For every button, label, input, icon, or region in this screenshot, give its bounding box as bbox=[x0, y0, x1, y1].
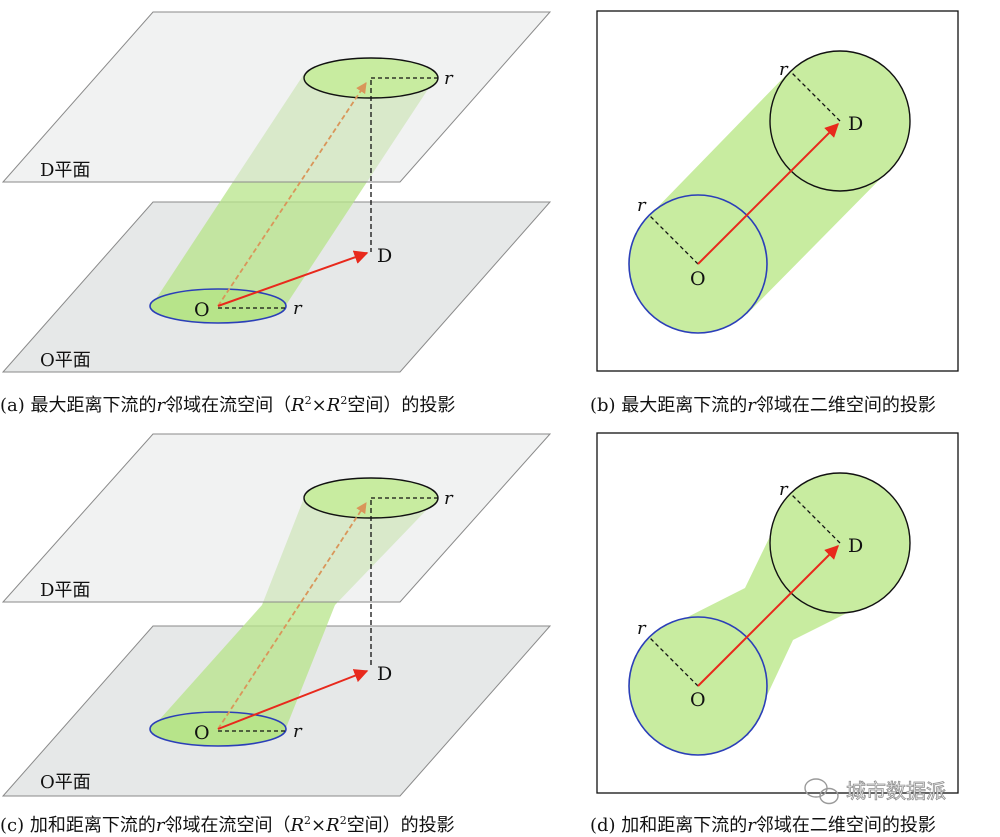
flow-space-arrow bbox=[217, 502, 367, 730]
caption-c: (c) 加和距离下流的r邻域在流空间（R2×R2空间）的投影 bbox=[0, 814, 455, 836]
r-label-bottom: r bbox=[293, 721, 303, 742]
o-label: O bbox=[194, 722, 210, 744]
r-label-d: r bbox=[779, 59, 789, 80]
o-plane-label: O平面 bbox=[40, 772, 91, 793]
d-radius-line bbox=[790, 71, 841, 122]
d-label: D bbox=[377, 245, 392, 267]
od-arrow bbox=[697, 123, 839, 265]
r-label-o: r bbox=[637, 618, 647, 639]
o-radius-line bbox=[649, 215, 699, 265]
d-plane bbox=[1, 11, 552, 183]
o-label: O bbox=[690, 268, 706, 290]
caption-d: (d) 加和距离下流的r邻域在二维空间的投影 bbox=[590, 815, 936, 836]
o-label: O bbox=[690, 689, 706, 711]
od-arrow bbox=[697, 545, 839, 687]
d-plane-label: D平面 bbox=[40, 580, 90, 601]
r-label-d: r bbox=[779, 479, 789, 500]
d-label: D bbox=[377, 663, 392, 685]
caption-b: (b) 最大距离下流的r邻域在二维空间的投影 bbox=[590, 395, 936, 416]
o-plane-label: O平面 bbox=[40, 350, 91, 371]
r-label-o: r bbox=[637, 195, 647, 216]
od-arrow bbox=[217, 250, 369, 307]
watermark: 城市数据派 bbox=[804, 778, 946, 805]
d-radius-line bbox=[790, 493, 841, 544]
panel-d: O D r r bbox=[596, 432, 959, 794]
wechat-icon bbox=[804, 778, 839, 805]
o-label: O bbox=[194, 299, 210, 321]
d-label: D bbox=[848, 535, 863, 557]
panel-b: O D r r bbox=[596, 10, 959, 372]
o-radius-line bbox=[649, 637, 699, 687]
d-plane bbox=[1, 433, 552, 603]
d-plane-label: D平面 bbox=[40, 160, 90, 181]
watermark-text: 城市数据派 bbox=[846, 779, 946, 803]
r-label-bottom: r bbox=[293, 298, 303, 319]
panel-a: D平面 O平面 O D r r bbox=[1, 11, 552, 373]
flow-space-arrow bbox=[217, 82, 367, 307]
caption-a: (a) 最大距离下流的r邻域在流空间（R2×R2空间）的投影 bbox=[0, 394, 455, 416]
r-label-top: r bbox=[444, 488, 454, 509]
od-arrow bbox=[217, 669, 369, 730]
d-label: D bbox=[848, 113, 863, 135]
r-label-top: r bbox=[444, 68, 454, 89]
panel-c: D平面 O平面 O D r r bbox=[1, 433, 552, 797]
